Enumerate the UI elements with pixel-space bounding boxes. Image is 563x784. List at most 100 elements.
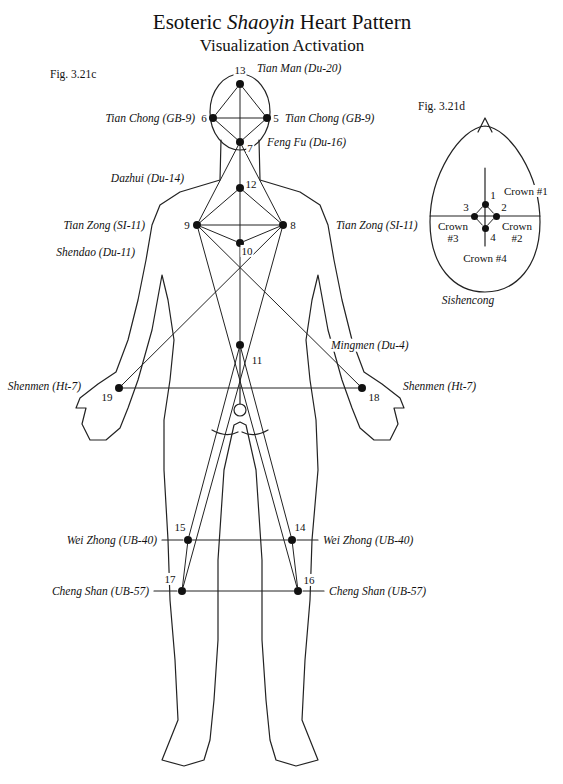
meridian-line	[192, 540, 288, 541]
point-name: Shendao (Du-11)	[55, 246, 136, 259]
point-number: 14	[294, 521, 307, 533]
point-name: Crown #1	[503, 185, 549, 197]
leader-line	[303, 590, 324, 591]
point-number: 4	[489, 231, 497, 243]
figure-number: Fig. 3.21d	[418, 100, 465, 113]
title-word: Heart	[300, 10, 347, 34]
title-word: Pattern	[352, 10, 411, 34]
point-number: 11	[251, 354, 264, 366]
acupoint-dot: 7Feng Fu (Du-16)	[236, 138, 244, 146]
point-name: Cheng Shan (UB-57)	[328, 585, 427, 598]
acupoint-dot: 5Tian Chong (GB-9)	[263, 114, 271, 122]
point-number: 16	[303, 574, 316, 586]
title-word	[346, 10, 351, 34]
acupoint-dot: 14Wei Zhong (UB-40)	[288, 536, 296, 544]
point-group-name: Sishencong	[442, 294, 494, 307]
point-name: Crown #2	[499, 220, 535, 244]
meridian-line	[242, 146, 281, 222]
point-name: Feng Fu (Du-16)	[266, 136, 347, 149]
meridian-line	[476, 207, 482, 214]
point-name: Wei Zhong (UB-40)	[322, 534, 414, 547]
meridian-line	[200, 191, 237, 223]
meridian-line	[122, 228, 280, 385]
acupoint-dot: 18Shenmen (Ht-7)	[358, 384, 366, 392]
point-number: 17	[164, 573, 177, 585]
acupoint-dot: 12Dazhui (Du-14)	[236, 184, 244, 192]
point-number: 1	[489, 189, 497, 201]
acupoint-dot: 10Shendao (Du-11)	[236, 239, 244, 247]
point-number: 8	[289, 219, 297, 231]
meridian-line	[183, 229, 282, 587]
meridian-line	[240, 247, 241, 341]
meridian-line	[123, 388, 358, 389]
point-name: Tian Zong (SI-11)	[335, 219, 419, 232]
crown-head-outline	[430, 126, 540, 292]
acupoint-dot: 1Crown #1	[482, 201, 489, 208]
meridian-line	[243, 121, 264, 140]
meridian-line	[476, 219, 482, 226]
point-number: 13	[234, 64, 247, 76]
meridian-line	[240, 88, 241, 138]
point-number: 7	[246, 142, 254, 154]
meridian-line	[242, 87, 264, 115]
acupoint-dot: 2Crown #2	[493, 213, 500, 220]
point-name: Mingmen (Du-4)	[330, 339, 410, 352]
nose-mark	[478, 118, 492, 132]
meridian-line	[200, 228, 359, 385]
meridian-line	[292, 544, 297, 587]
point-name: Tian Man (Du-20)	[256, 62, 342, 75]
perineum-circle	[234, 404, 246, 416]
point-name: Cheng Shan (UB-57)	[51, 585, 150, 598]
point-number: 3	[462, 201, 470, 213]
point-number: 12	[245, 178, 258, 190]
meridian-line	[199, 146, 238, 222]
leader-line	[297, 539, 318, 540]
point-number: 9	[183, 219, 191, 231]
acupoint-dot: 11Mingmen (Du-4)	[236, 341, 244, 349]
meridian-line	[215, 87, 237, 115]
meridian-line	[487, 219, 493, 226]
figure-number: Fig. 3.21c	[50, 68, 96, 81]
point-name: Tian Zong (SI-11)	[62, 219, 146, 232]
acupoint-dot: 4Crown #4	[482, 225, 489, 232]
meridian-line	[487, 207, 493, 214]
acupoint-dot: 16Cheng Shan (UB-57)	[294, 587, 302, 595]
head-outline	[210, 74, 270, 150]
meridian-line	[216, 121, 237, 140]
acupoint-dot: 19Shenmen (Ht-7)	[115, 384, 123, 392]
point-number: 15	[174, 521, 187, 533]
point-name: Tian Chong (GB-9)	[105, 112, 196, 125]
point-number: 18	[368, 391, 381, 403]
point-name: Crown #3	[435, 220, 471, 244]
meridian-line	[241, 349, 291, 536]
acupoint-dot: 9Tian Zong (SI-11)	[193, 221, 201, 229]
point-name: Shenmen (Ht-7)	[402, 380, 477, 393]
du-channel-line	[239, 349, 240, 404]
meridian-line	[240, 192, 241, 239]
title: Esoteric Shaoyin Heart Pattern	[153, 11, 411, 34]
point-number: 19	[101, 391, 114, 403]
leader-line	[162, 539, 183, 540]
meridian-line	[186, 591, 294, 592]
meridian-line	[182, 544, 187, 587]
meridian-line	[240, 146, 241, 184]
point-number: 6	[200, 112, 208, 124]
subtitle: Visualization Activation	[200, 37, 365, 56]
title-word: Shaoyin	[227, 10, 295, 34]
point-number: 5	[272, 112, 280, 124]
acupoint-dot: 6Tian Chong (GB-9)	[209, 114, 217, 122]
point-number: 10	[241, 245, 254, 257]
meridian-line	[198, 229, 297, 587]
title-word	[295, 10, 300, 34]
point-name: Wei Zhong (UB-40)	[66, 534, 158, 547]
point-name: Tian Chong (GB-9)	[284, 112, 375, 125]
acupoint-dot: 8Tian Zong (SI-11)	[279, 221, 287, 229]
title-word	[222, 10, 227, 34]
acupoint-dot: 13Tian Man (Du-20)	[236, 80, 244, 88]
leader-line	[154, 590, 177, 591]
point-name: Dazhui (Du-14)	[110, 172, 185, 185]
point-name: Crown #4	[462, 252, 508, 264]
meridian-line	[189, 349, 239, 536]
